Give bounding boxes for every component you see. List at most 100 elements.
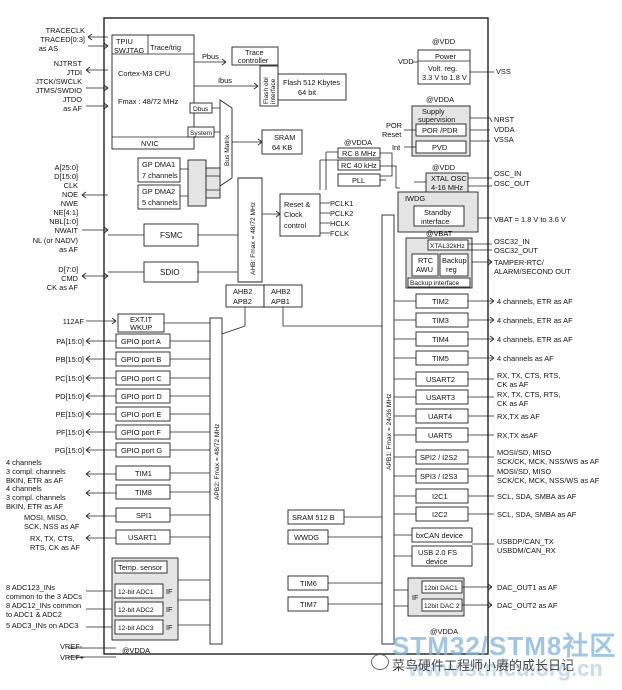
tamper-1: TAMPER-RTC/: [494, 258, 545, 267]
rsig-i2c2: SCL, SDA, SMBA as AF: [497, 510, 577, 519]
label-vdda-bottom-left: @VDDA: [122, 646, 150, 655]
rsig-usart3-2: CK as AF: [497, 399, 529, 408]
sig-jtdi: JTDI: [66, 68, 82, 77]
sig-usart1-1: RTS, CK as AF: [30, 543, 80, 552]
rsig-usart2-2: CK as AF: [497, 380, 529, 389]
power-vss: VSS: [496, 67, 511, 76]
tim7-label: TIM7: [300, 600, 317, 609]
uart5-label: UART5: [428, 431, 452, 440]
rc40-box: [337, 159, 381, 171]
swjtag-label: SWJTAG: [114, 46, 144, 55]
sig-pe: PE[15:0]: [56, 410, 84, 419]
adc3-label: 12-bit ADC3: [118, 625, 154, 632]
backup-reg-1: Backup: [442, 256, 467, 265]
wechat-icon: [371, 654, 389, 670]
chip-outline: [103, 17, 489, 655]
hclk: HCLK: [330, 219, 350, 228]
rtc-label-1: RTC: [418, 256, 434, 265]
backup-reg-2: reg: [446, 265, 457, 274]
dma1-label-2: 7 channels: [142, 171, 178, 180]
backup-reg-box: [439, 253, 469, 277]
apb2-label: APB2: Fmax = 48/72 MHz: [214, 424, 221, 500]
sram-label-2: 64 KB: [272, 143, 292, 152]
sig-fsmc-as: as AF: [59, 245, 78, 254]
supply-title-2: supervision: [418, 115, 455, 124]
gpio-g: GPIO port G: [121, 446, 162, 455]
sig-spi1-1: SCK, NSS as AF: [24, 522, 80, 531]
supply-vdda: @VDDA: [426, 95, 454, 104]
sig-adc-3: to ADC1 & ADC2: [6, 610, 62, 619]
xtal32-box: [427, 239, 469, 251]
rsig-dac1: DAC_OUT1 as AF: [497, 583, 558, 592]
pbus-label: Pbus: [202, 52, 219, 61]
dma2-box: [137, 184, 181, 210]
left-signal-labels-2: 4 channels 3 compl. channels BKIN, ETR a…: [6, 458, 150, 662]
tim8-label: TIM8: [135, 488, 152, 497]
flash-box: [277, 73, 347, 101]
usb-label-2: device: [426, 557, 447, 566]
standby-1: Standby: [424, 208, 451, 217]
rsig-tim4: 4 channels, ETR as AF: [497, 335, 573, 344]
uart4-label: UART4: [428, 412, 452, 421]
ahb2apb1-1: AHB2: [271, 287, 290, 296]
left-signal-labels: TRACECLK TRACED[0:3] as AS NJTRST JTDI J…: [33, 26, 85, 455]
dac2-label: 12bit DAC 2: [424, 603, 460, 610]
pclk1: PCLK1: [330, 199, 353, 208]
bus-matrix-label: Bus Matrix: [224, 134, 231, 166]
sram-label-1: SRAM: [274, 133, 295, 142]
flash-obl-1: Flash obl: [263, 77, 270, 104]
apb2-bus: [209, 317, 223, 645]
sig-jtag-as: as AF: [63, 104, 82, 113]
nvic-label: NVIC: [141, 139, 159, 148]
watermark-url: www.stmcu.org.cn: [408, 656, 603, 681]
ahb2apb1-2: APB1: [271, 297, 290, 306]
iwdg-label: IWDG: [405, 194, 425, 203]
sig-traceclk: TRACECLK: [46, 26, 85, 35]
sig-usart1-0: RX, TX, CTS,: [30, 534, 75, 543]
reset-label: Reset: [382, 130, 401, 139]
dma2-label-1: GP DMA2: [142, 187, 175, 196]
sig-sdio-d: D[7:0]: [58, 265, 78, 274]
int-label: Int: [392, 143, 400, 152]
apb1-left-ticks: [328, 516, 412, 607]
xtal-vdd: @VDD: [432, 163, 455, 172]
pvd-label: PVD: [432, 143, 447, 152]
sig-tim1-0: 4 channels: [6, 458, 42, 467]
fsmc-label: FSMC: [160, 231, 183, 240]
watermark-main: STM32/STM8社区: [392, 631, 617, 661]
sig-adc-1: common to the 3 ADCs: [6, 592, 82, 601]
dma1-box: [137, 157, 181, 183]
clock-vdda: @VDDA: [344, 138, 372, 147]
rsig-spi3-2: SCK/CK, MCK, NSS/WS as AF: [497, 476, 600, 485]
wwdg-label: WWDG: [294, 533, 319, 542]
sig-nwe: NWE: [61, 199, 78, 208]
rc8-label: RC 8 MHz: [342, 149, 376, 158]
sig-traced: TRACED[0:3]: [40, 35, 85, 44]
bxcan-label: bxCAN device: [416, 531, 463, 540]
adc3-if: IF: [166, 623, 173, 632]
sig-ne: NE[4:1]: [53, 208, 78, 217]
bus-matrix: [219, 99, 233, 187]
sig-jtdo: JTDO: [63, 95, 83, 104]
ahb-bus: [237, 177, 263, 283]
gpio-a: GPIO port A: [121, 337, 161, 346]
rsig-tim2: 4 channels, ETR as AF: [497, 297, 573, 306]
sig-vref-plus: VREF+: [60, 653, 84, 662]
gpio-blocks: GPIO port A GPIO port B GPIO port C GPIO…: [115, 333, 171, 458]
system-label: System: [190, 130, 212, 137]
supply-title-1: Supply: [422, 107, 445, 116]
rsig-dac2: DAC_OUT2 as AF: [497, 601, 558, 610]
dma-bus-stub: [187, 159, 207, 207]
dac1-label: 12bit DAC1: [424, 585, 458, 592]
fmax-label: Fmax : 48/72 MHz: [118, 97, 179, 106]
usart2-label: USART2: [426, 375, 455, 384]
reset-clock-box: [279, 193, 321, 237]
rsig-can-1: USBDP/CAN_TX: [497, 537, 554, 546]
backup-interface-box: [407, 277, 471, 288]
spi3-label: SPI3 / I2S3: [420, 472, 457, 481]
sig-exti: 112AF: [63, 317, 85, 326]
xtal32-label: XTAL32kHz: [430, 243, 465, 250]
power-box: [417, 49, 471, 85]
osc-in: OSC_IN: [494, 169, 522, 178]
